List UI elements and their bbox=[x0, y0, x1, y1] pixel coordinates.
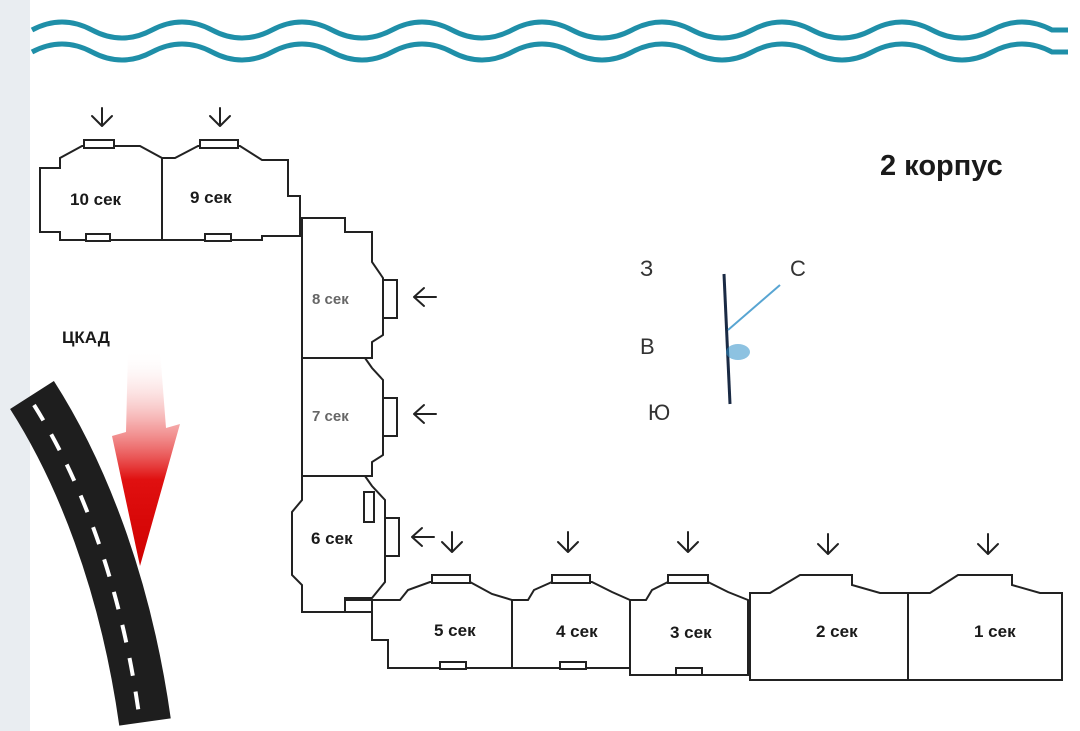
entrance-arrow-icon bbox=[557, 531, 579, 553]
section-3-label: 3 сек bbox=[670, 623, 712, 642]
water-waves bbox=[30, 19, 1068, 63]
entrance-arrow-icon bbox=[441, 531, 463, 553]
section-4-label: 4 сек bbox=[556, 622, 598, 641]
compass-west-letter: З bbox=[640, 256, 654, 281]
entrance-arrow-icon bbox=[209, 107, 231, 127]
entrance-arrow-icon bbox=[411, 527, 435, 547]
compass-north-letter: С bbox=[790, 256, 806, 281]
entrance-arrow-icon bbox=[91, 107, 113, 127]
section-1-label: 1 сек bbox=[974, 622, 1016, 641]
section-2-label: 2 сек bbox=[816, 622, 858, 641]
entrance-arrow-icon bbox=[677, 531, 699, 553]
section-5-outline bbox=[371, 574, 513, 670]
section-9-label: 9 сек bbox=[190, 188, 232, 207]
entrance-arrow-icon bbox=[413, 404, 437, 424]
section-6-label: 6 сек bbox=[311, 529, 353, 548]
section-1-outline bbox=[907, 574, 1063, 681]
section-2-outline bbox=[749, 574, 909, 681]
section-9-outline bbox=[161, 139, 301, 242]
compass-icon bbox=[722, 273, 781, 405]
section-8-label: 8 сек bbox=[312, 291, 349, 308]
compass-south-letter: Ю bbox=[648, 400, 671, 425]
section-7-outline bbox=[301, 357, 398, 477]
entrance-arrow-icon bbox=[977, 533, 999, 555]
section-7-label: 7 сек bbox=[312, 408, 349, 425]
entrance-arrows bbox=[91, 107, 999, 555]
section-10-label: 10 сек bbox=[70, 190, 122, 209]
section-3-outline bbox=[629, 574, 749, 676]
section-8-outline bbox=[301, 217, 398, 359]
compass-east-letter: В bbox=[640, 334, 655, 359]
entrance-arrow-icon bbox=[413, 287, 437, 307]
building-title: 2 корпус bbox=[880, 150, 1003, 182]
road bbox=[10, 380, 171, 726]
entrance-arrow-icon bbox=[817, 533, 839, 555]
road-label: ЦКАД bbox=[62, 328, 110, 347]
left-margin-strip bbox=[0, 0, 30, 731]
section-4-outline bbox=[511, 574, 631, 670]
red-arrow-icon bbox=[112, 350, 180, 566]
section-5-label: 5 сек bbox=[434, 621, 476, 640]
